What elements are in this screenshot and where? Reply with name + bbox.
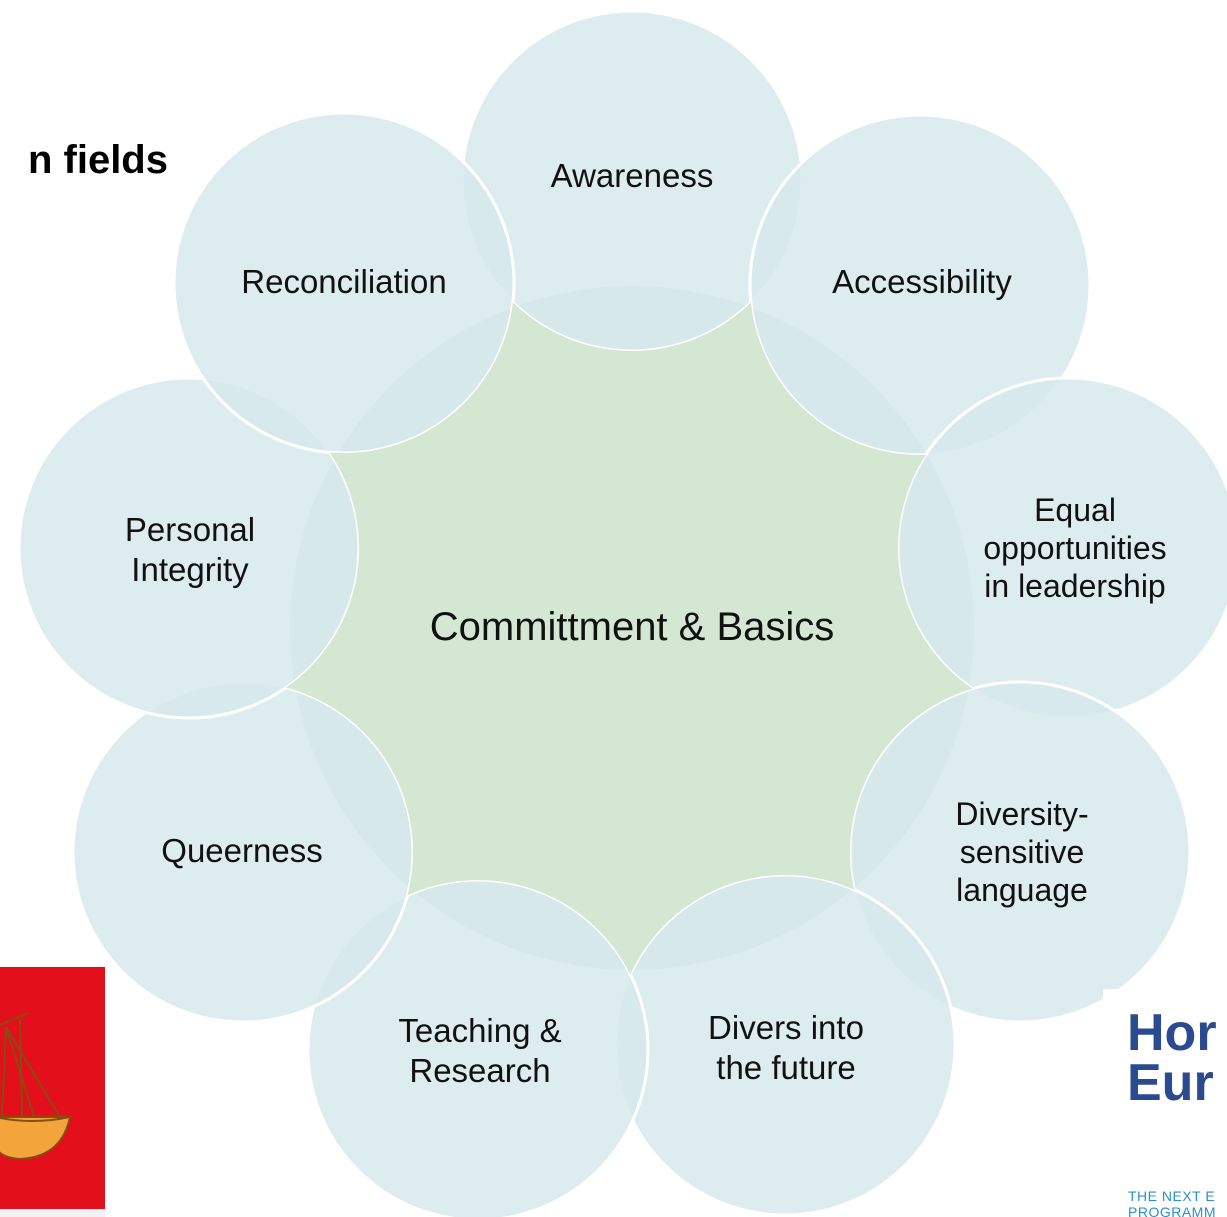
label-accessibility: Accessibility (832, 263, 1012, 300)
label-reconciliation: Reconciliation (241, 263, 446, 300)
center-star (286, 302, 973, 975)
circle-personal-integrity (17, 376, 361, 720)
center-label: Committment & Basics (430, 605, 835, 649)
label-awareness: Awareness (551, 157, 714, 194)
label-queerness: Queerness (161, 832, 322, 869)
circle-diversity-language (848, 680, 1192, 1024)
page-heading: n fields (27, 138, 168, 182)
scales-logo (0, 967, 105, 1209)
horizon-europe-logo: Hor Eur THE NEXT E PROGRAMM (1103, 989, 1227, 1217)
logo-tagline-1: THE NEXT E (1128, 1188, 1216, 1204)
scales-logo-footer (0, 1209, 105, 1217)
circle-reconciliation (172, 111, 516, 455)
satellite-circles (17, 9, 1227, 1217)
logo-tagline-2: PROGRAMM (1128, 1204, 1216, 1217)
label-teaching-research: Teaching &Research (398, 1012, 561, 1089)
scales-icon (0, 1012, 72, 1161)
logo-line-1: Hor (1127, 1004, 1217, 1062)
logo-line-2: Eur (1127, 1054, 1214, 1112)
